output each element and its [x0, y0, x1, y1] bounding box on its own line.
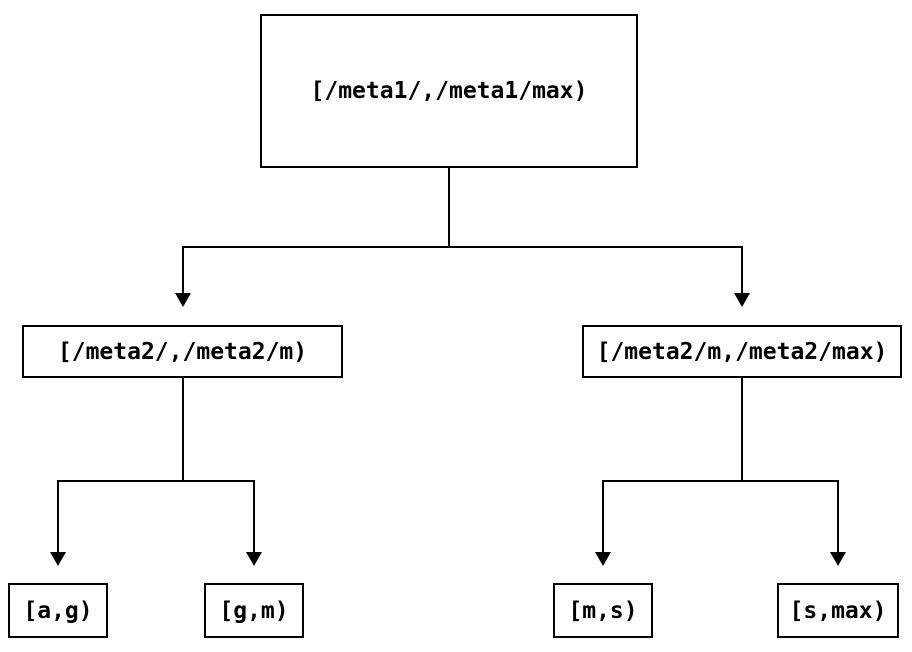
edge-line-root-stem [448, 168, 450, 246]
node-meta-right-label: [/meta2/m,/meta2/max) [596, 338, 888, 365]
edge-line-drop-leaf-gm [253, 480, 255, 553]
edge-line-drop-meta-right [741, 246, 743, 294]
edge-line-drop-leaf-ag [57, 480, 59, 553]
arrow-down-icon [734, 293, 750, 307]
edge-line-root-crossbar [182, 246, 743, 248]
node-meta-left-label: [/meta2/,/meta2/m) [57, 338, 308, 365]
node-leaf-gm-label: [g,m) [219, 597, 289, 624]
arrow-down-icon [246, 552, 262, 566]
node-leaf-smax-label: [s,max) [789, 597, 887, 624]
node-leaf-gm: [g,m) [204, 583, 304, 638]
node-leaf-ms: [m,s) [553, 583, 653, 638]
arrow-down-icon [595, 552, 611, 566]
arrow-down-icon [50, 552, 66, 566]
edge-line-drop-meta-left [182, 246, 184, 294]
node-leaf-ms-label: [m,s) [568, 597, 638, 624]
arrow-down-icon [175, 293, 191, 307]
node-leaf-ag-label: [a,g) [23, 597, 93, 624]
edge-line-drop-leaf-ms [602, 480, 604, 553]
arrow-down-icon [830, 552, 846, 566]
edge-line-meta-left-stem [182, 378, 184, 480]
node-meta-left: [/meta2/,/meta2/m) [22, 325, 343, 378]
edge-line-drop-leaf-smax [837, 480, 839, 553]
edge-line-meta-right-crossbar [602, 480, 839, 482]
edge-line-meta-left-crossbar [57, 480, 255, 482]
node-meta-right: [/meta2/m,/meta2/max) [582, 325, 902, 378]
node-leaf-ag: [a,g) [8, 583, 108, 638]
edge-line-meta-right-stem [741, 378, 743, 480]
node-root-label: [/meta1/,/meta1/max) [310, 78, 588, 104]
node-root: [/meta1/,/meta1/max) [260, 14, 638, 168]
node-leaf-smax: [s,max) [777, 583, 899, 638]
